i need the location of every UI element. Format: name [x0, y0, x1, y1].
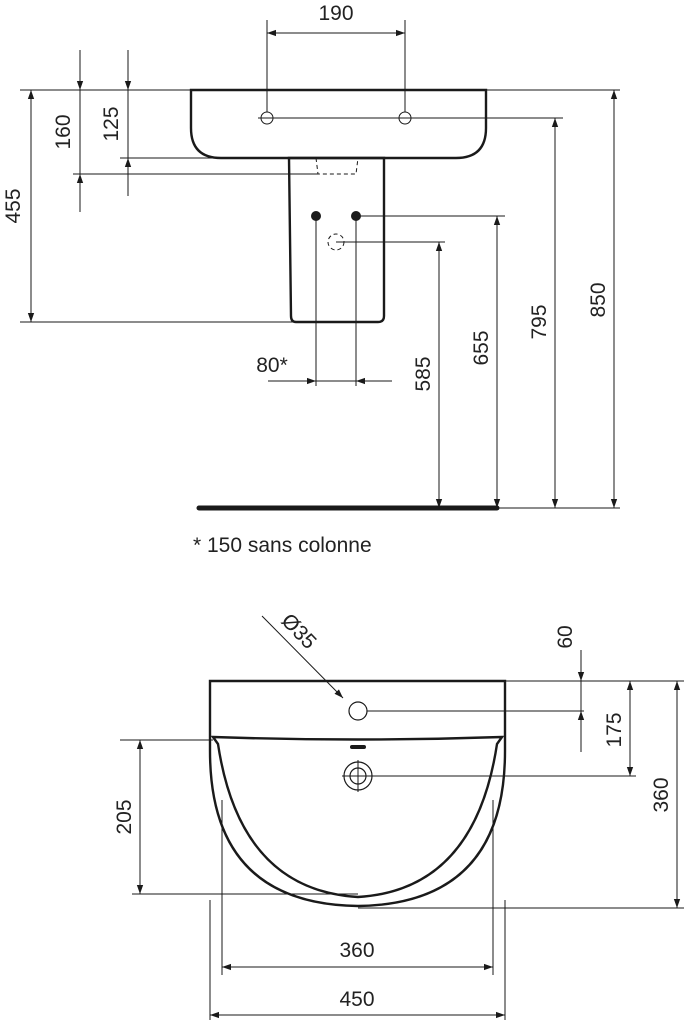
dim-label-455: 455: [2, 188, 25, 223]
side-view: 190 160 125 455 850 795 655 585 80* * 15…: [2, 2, 620, 557]
dim-label-450: 450: [339, 988, 374, 1011]
tap-hole-icon: [348, 701, 368, 721]
note-sans-colonne: * 150 sans colonne: [193, 534, 372, 557]
dim-label-175: 175: [603, 712, 626, 747]
bowl-inner-outline: [210, 735, 505, 899]
dim-label-585: 585: [412, 356, 435, 391]
dim-label-80: 80*: [256, 354, 288, 377]
dim-label-850: 850: [587, 282, 610, 317]
dim-label-360-vertical: 360: [650, 777, 673, 812]
waste-dashed: [315, 157, 359, 175]
basin-plan-outline: [208, 679, 507, 908]
dim-label-655: 655: [470, 330, 493, 365]
dim-label-190: 190: [318, 2, 353, 25]
dim-label-205: 205: [113, 799, 136, 834]
dim-label-360-horizontal: 360: [339, 939, 374, 962]
top-view: Ø35 60 175 360 205 360 450: [113, 609, 684, 1020]
waste-drain-icon: [342, 760, 374, 792]
tap-hole-left-icon: [258, 111, 276, 125]
basin-outline: [189, 88, 488, 160]
dim-label-160: 160: [52, 114, 75, 149]
dim-label-60: 60: [554, 625, 577, 648]
pedestal-outline: [287, 156, 386, 324]
dim-label-795: 795: [528, 304, 551, 339]
dim-label-125: 125: [100, 106, 123, 141]
overflow-slot-icon: [350, 745, 366, 749]
tap-hole-right-icon: [396, 111, 414, 125]
dim-label-diameter-35: Ø35: [277, 609, 321, 654]
